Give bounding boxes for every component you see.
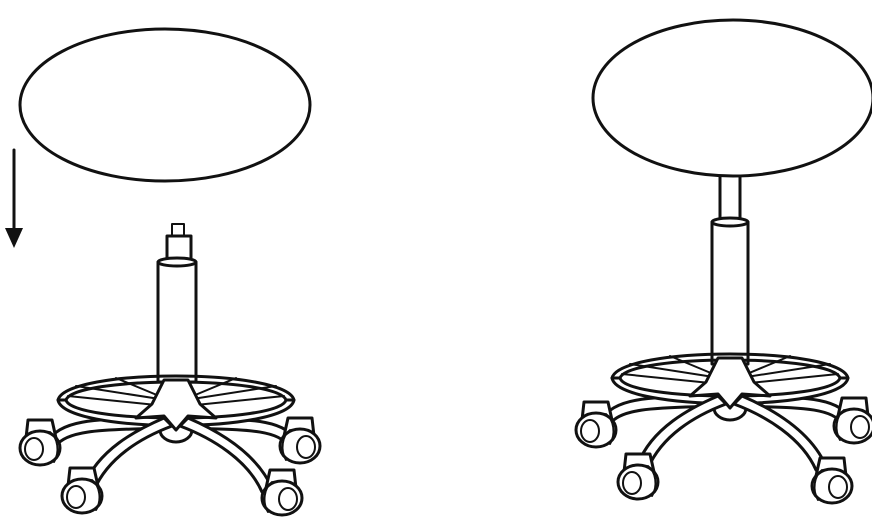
wheel-icon (278, 416, 322, 465)
wheel-icon (18, 418, 62, 467)
seat-cushion (18, 27, 312, 183)
wheel-icon (832, 396, 872, 445)
assembled-stool (574, 18, 872, 505)
wheel-icon (260, 468, 304, 517)
disassembled-stool (5, 27, 322, 517)
gas-lift-column (156, 223, 198, 384)
wheel-icon (810, 456, 854, 505)
arrow-down-icon (5, 148, 23, 248)
wheel-icon (60, 466, 104, 515)
gas-lift-column (710, 170, 750, 366)
wheel-icon (616, 452, 660, 501)
wheel-icon (574, 400, 618, 449)
seat-cushion (591, 18, 872, 178)
